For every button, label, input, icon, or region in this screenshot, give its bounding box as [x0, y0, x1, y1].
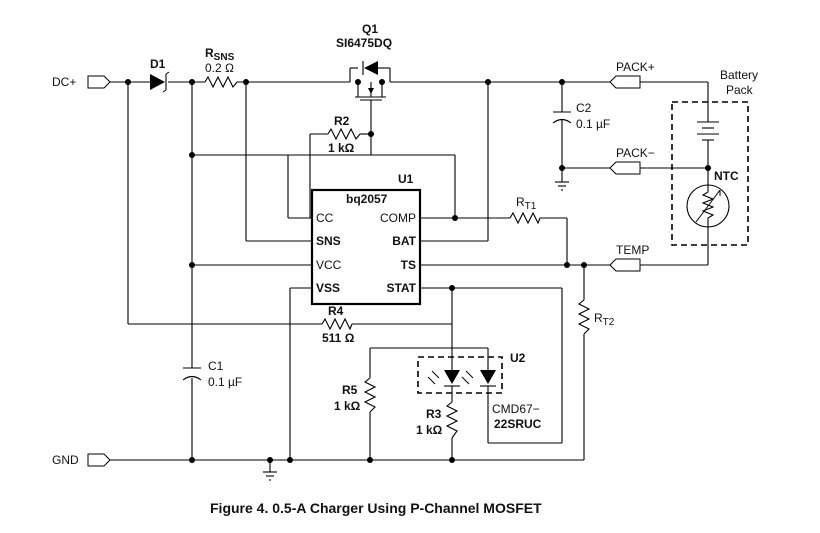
capacitor-c2: C2 0.1 µF	[552, 101, 610, 131]
u1-ref: U1	[398, 172, 414, 186]
wires	[110, 67, 709, 461]
pack-plus-label: PACK+	[616, 60, 655, 74]
figure-caption: Figure 4. 0.5-A Charger Using P-Channel …	[210, 500, 542, 516]
pin-vcc: VCC	[316, 258, 342, 272]
capacitor-c1: C1 0.1 µF	[182, 359, 242, 389]
u2-part-line2: 22SRUC	[494, 417, 542, 431]
pin-ts: TS	[401, 258, 416, 272]
pin-comp: COMP	[380, 211, 416, 225]
pin-bat: BAT	[392, 234, 416, 248]
mosfet-q1: Q1 SI6475DQ	[336, 22, 392, 104]
resistor-r3: R3 1 kΩ	[416, 401, 459, 439]
pin-cc: CC	[316, 211, 334, 225]
battery-pack-label-1: Battery	[720, 68, 758, 82]
c2-ref: C2	[576, 101, 592, 115]
r5-value: 1 kΩ	[334, 399, 361, 413]
pin-stat: STAT	[386, 281, 416, 295]
diode-d1: D1	[150, 57, 170, 93]
u2-part-line1: CMD67−	[492, 402, 540, 416]
dc-in-label: DC+	[52, 75, 76, 89]
resistor-r5: R5 1 kΩ	[334, 377, 377, 413]
pin-vss: VSS	[316, 281, 340, 295]
r4-ref: R4	[328, 304, 344, 318]
ground-symbol	[263, 460, 277, 481]
c1-value: 0.1 µF	[208, 375, 242, 389]
c1-ref: C1	[208, 359, 224, 373]
rsns-value: 0.2 Ω	[205, 61, 234, 75]
port-gnd: GND	[52, 453, 111, 467]
r3-value: 1 kΩ	[416, 423, 443, 437]
gnd-label: GND	[52, 453, 79, 467]
port-pack-plus: PACK+	[609, 60, 655, 89]
pin-sns: SNS	[316, 234, 341, 248]
resistor-rt1: RT1	[509, 195, 541, 225]
r5-ref: R5	[342, 383, 358, 397]
temp-label: TEMP	[616, 243, 649, 257]
d1-ref: D1	[150, 57, 166, 71]
u2-ref: U2	[510, 351, 526, 365]
r2-value: 1 kΩ	[328, 141, 355, 155]
resistor-r4: R4 511 Ω	[321, 304, 355, 345]
r2-ref: R2	[334, 114, 350, 128]
battery-pack-label-2: Pack	[726, 83, 754, 97]
ground-c2	[555, 181, 569, 191]
port-pack-minus: PACK−	[609, 146, 655, 175]
rsns-ref: RSNS	[205, 46, 235, 63]
battery-pack: Battery Pack NTC	[671, 68, 758, 246]
ic-u1: U1 bq2057 CC SNS VCC VSS COMP BAT TS STA…	[310, 172, 422, 306]
c2-value: 0.1 µF	[576, 117, 610, 131]
rt1-ref: RT1	[516, 195, 537, 212]
ntc-label: NTC	[714, 169, 739, 183]
r3-ref: R3	[426, 407, 442, 421]
pack-minus-label: PACK−	[616, 146, 655, 160]
rt2-ref: RT2	[594, 311, 615, 328]
resistor-r2: R2 1 kΩ	[327, 114, 361, 155]
resistor-rt2: RT2	[577, 299, 615, 335]
led-u2: U2 CMD67− 22SRUC	[417, 351, 542, 431]
resistor-rsns: RSNS 0.2 Ω	[204, 46, 238, 89]
q1-ref: Q1	[362, 22, 378, 36]
port-dc-in: DC+	[52, 75, 111, 89]
port-temp: TEMP	[609, 243, 649, 272]
u1-part: bq2057	[346, 192, 388, 206]
r4-value: 511 Ω	[322, 331, 355, 345]
q1-part: SI6475DQ	[336, 36, 392, 50]
